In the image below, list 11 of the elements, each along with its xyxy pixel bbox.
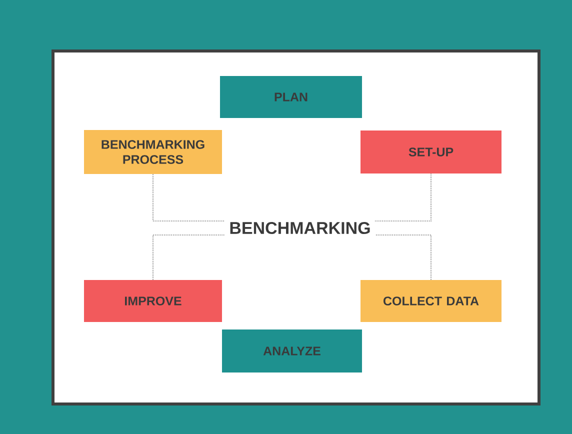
process-box: BENCHMARKING PROCESS xyxy=(84,130,222,174)
process-box: PLAN xyxy=(220,76,362,118)
process-box: IMPROVE xyxy=(84,280,222,322)
connector-line xyxy=(374,173,432,222)
process-box: ANALYZE xyxy=(222,330,362,372)
center-label: BENCHMARKING xyxy=(230,222,370,234)
connector-line xyxy=(152,174,226,222)
process-box: COLLECT DATA xyxy=(360,280,502,322)
connector-line xyxy=(152,234,226,280)
connector-line xyxy=(374,234,432,280)
process-box: SET-UP xyxy=(360,130,502,174)
